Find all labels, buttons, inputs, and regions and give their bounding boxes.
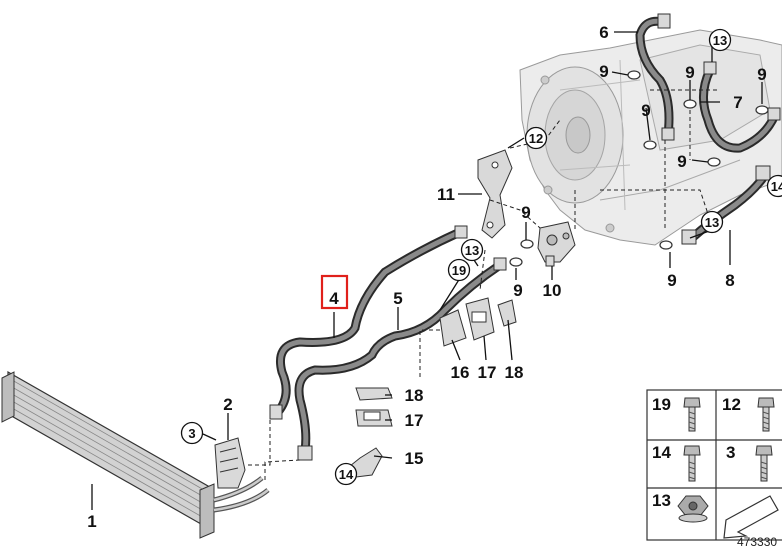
callout-9-h[interactable]: 9 — [667, 271, 676, 290]
table-cell-14: 14 — [652, 443, 671, 462]
bolt-3-icon — [755, 445, 773, 482]
leader-lines — [91, 31, 763, 510]
table-cell-3: 3 — [726, 443, 735, 462]
bolt-19-icon — [683, 397, 701, 432]
bolt-14-icon — [683, 445, 701, 482]
callout-12[interactable]: 12 — [529, 131, 543, 146]
callout-11[interactable]: 11 — [437, 185, 455, 204]
bracket-2 — [214, 437, 246, 489]
callout-9-c[interactable]: 9 — [685, 63, 694, 82]
table-cell-13: 13 — [652, 491, 671, 510]
callout-2[interactable]: 2 — [223, 395, 232, 414]
callout-19[interactable]: 19 — [452, 263, 466, 278]
callout-5[interactable]: 5 — [393, 289, 402, 308]
assembly-lines — [245, 89, 720, 480]
callout-13-b[interactable]: 13 — [705, 215, 719, 230]
fastener-table: 19 12 14 3 13 — [646, 389, 782, 541]
callout-18-a[interactable]: 18 — [505, 363, 524, 382]
callout-8[interactable]: 8 — [725, 271, 734, 290]
callout-10[interactable]: 10 — [543, 281, 562, 300]
oil-cooler-1 — [1, 370, 270, 539]
thermostat-valve-10 — [537, 221, 576, 267]
seal-rings — [509, 70, 769, 267]
hose-5 — [294, 257, 507, 461]
callout-labels: 1 2 4 5 6 7 8 9 9 9 9 9 9 9 9 10 11 15 1… — [87, 23, 766, 531]
table-cell-19: 19 — [652, 395, 671, 414]
callout-9-f[interactable]: 9 — [521, 203, 530, 222]
clip-17-lower — [355, 409, 393, 427]
callout-4[interactable]: 4 — [329, 289, 339, 308]
hose-7 — [699, 61, 781, 153]
table-cell-12: 12 — [722, 395, 741, 414]
bracket-11 — [477, 149, 513, 239]
callout-9-g[interactable]: 9 — [513, 281, 522, 300]
hose-6 — [635, 13, 675, 141]
callout-13-a[interactable]: 13 — [713, 33, 727, 48]
clip-17 — [465, 297, 495, 341]
callout-13-c[interactable]: 13 — [465, 243, 479, 258]
retainer-16 — [439, 309, 467, 347]
nut-13-icon — [677, 495, 709, 523]
callout-14-b[interactable]: 14 — [339, 467, 354, 482]
clip-18-lower — [355, 387, 393, 401]
callout-9-d[interactable]: 9 — [757, 65, 766, 84]
callout-17-b[interactable]: 17 — [405, 411, 424, 430]
hose-4 — [269, 225, 468, 420]
callout-17-a[interactable]: 17 — [478, 363, 497, 382]
circled-callouts: 3 12 13 13 13 14 14 19 — [180, 28, 782, 486]
callout-18-b[interactable]: 18 — [405, 386, 424, 405]
selected-part-highlight — [320, 274, 349, 310]
callout-1[interactable]: 1 — [87, 512, 96, 531]
bolt-12-icon — [757, 397, 775, 432]
callout-15[interactable]: 15 — [405, 449, 424, 468]
callout-3[interactable]: 3 — [188, 426, 195, 441]
direction-arrow-icon — [723, 495, 779, 539]
clip-18 — [497, 299, 517, 327]
callout-9-a[interactable]: 9 — [599, 62, 608, 81]
callout-6[interactable]: 6 — [599, 23, 608, 42]
callout-9-e[interactable]: 9 — [677, 152, 686, 171]
callout-9-b[interactable]: 9 — [641, 101, 650, 120]
image-number: 473330 — [737, 535, 777, 548]
callout-7[interactable]: 7 — [733, 93, 742, 112]
callout-14-a[interactable]: 14 — [771, 179, 782, 194]
callout-16[interactable]: 16 — [451, 363, 470, 382]
